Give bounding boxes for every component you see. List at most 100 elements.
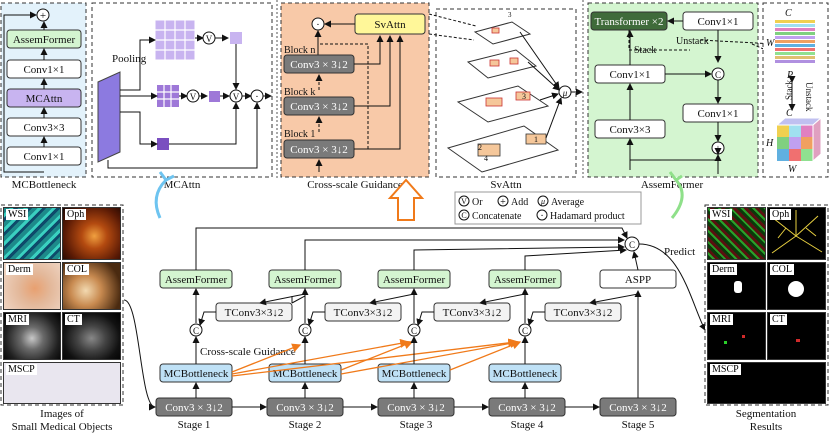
block-1-label: Block 1 bbox=[284, 129, 315, 140]
stage-2: Stage 2 bbox=[289, 419, 322, 431]
input-oph-label: Oph bbox=[65, 209, 87, 220]
sv-patch-3: 3 bbox=[522, 92, 526, 101]
output-col-label: COL bbox=[770, 264, 794, 275]
output-derm-label: Derm bbox=[710, 264, 737, 275]
stack-side-label: Stack bbox=[784, 80, 794, 100]
outputs-caption-2: Results bbox=[750, 421, 782, 433]
output-ct: CT bbox=[767, 312, 826, 360]
or-symbol-1: V bbox=[206, 34, 213, 44]
tconv-4: TConv3×3↓2 bbox=[554, 307, 613, 319]
assem-caption: AssemFormer bbox=[641, 179, 704, 191]
enc-conv-5: Conv3 × 3↓2 bbox=[609, 402, 667, 414]
cat-2: C bbox=[302, 326, 308, 336]
sv-patch-2: 2 bbox=[478, 143, 482, 152]
input-mscp-label: MSCP bbox=[6, 364, 37, 375]
output-ct-label: CT bbox=[770, 314, 787, 325]
cat-4: C bbox=[522, 326, 528, 336]
hadamard-symbol-1: · bbox=[255, 91, 259, 103]
cat-symbol-1: C bbox=[715, 70, 721, 80]
input-mri-label: MRI bbox=[6, 314, 29, 325]
pooling-label: Pooling bbox=[112, 53, 147, 65]
mcb-assemformer-label: AssemFormer bbox=[13, 34, 76, 46]
add-symbol: + bbox=[40, 10, 46, 22]
cat-1: C bbox=[193, 326, 199, 336]
af-1: AssemFormer bbox=[165, 274, 228, 286]
block-n-label: Block n bbox=[284, 45, 315, 56]
or-symbol-2: V bbox=[190, 92, 197, 102]
af-4: AssemFormer bbox=[494, 274, 557, 286]
legend-add: Add bbox=[511, 197, 528, 208]
mcb-mcattn-label: MCAttn bbox=[26, 93, 63, 105]
stage-3: Stage 3 bbox=[400, 419, 433, 431]
inputs-caption-1: Images of bbox=[40, 408, 84, 420]
cat-3: C bbox=[411, 326, 417, 336]
legend-concatenate: Concatenate bbox=[472, 211, 522, 222]
assem-conv3-label: Conv3×3 bbox=[609, 124, 651, 136]
assemformer-panel: Transformer ×2 Conv1×1 Stack Unstack Con… bbox=[587, 2, 776, 191]
output-mscp: MSCP bbox=[707, 362, 826, 404]
mcattn-panel: Pooling V V V · MCAttn bbox=[91, 2, 273, 191]
af-2: AssemFormer bbox=[274, 274, 337, 286]
csg-caption: Cross-scale Guidance bbox=[307, 179, 403, 191]
enc-conv-4: Conv3 × 3↓2 bbox=[498, 402, 556, 414]
oph-vessels bbox=[771, 210, 823, 254]
mcb-2: MCBottleneck bbox=[273, 368, 338, 380]
inputs-caption-2: Small Medical Objects bbox=[12, 421, 113, 433]
output-mri: MRI bbox=[707, 312, 766, 360]
sv-patch-4: 4 bbox=[484, 154, 488, 163]
add-symbol-2: + bbox=[715, 143, 721, 155]
dim-w-bottom: W bbox=[788, 164, 798, 175]
mcattn-caption: MCAttn bbox=[164, 179, 201, 191]
legend: V Or + Add μ Average C Concatenate · Had… bbox=[454, 191, 642, 225]
mcb-1: MCBottleneck bbox=[164, 368, 229, 380]
legend-add-symbol: + bbox=[500, 197, 506, 208]
enc-conv-3: Conv3 × 3↓2 bbox=[387, 402, 445, 414]
input-wsi-label: WSI bbox=[6, 209, 29, 220]
unstack-label: Unstack bbox=[676, 36, 709, 47]
sv-patch-1: 1 bbox=[534, 135, 538, 144]
input-oph: Oph bbox=[62, 207, 121, 260]
stage-1: Stage 1 bbox=[178, 419, 211, 431]
enc-conv-2: Conv3 × 3↓2 bbox=[276, 402, 334, 414]
dim-p: P bbox=[786, 70, 793, 81]
mcb-conv1-label: Conv1×1 bbox=[23, 64, 64, 76]
mcbottleneck-caption: MCBottleneck bbox=[12, 179, 77, 191]
blue-arc-arrow bbox=[154, 171, 175, 219]
dim-w-top: W bbox=[766, 38, 776, 49]
pipeline: Conv3 × 3↓2 Conv3 × 3↓2 Conv3 × 3↓2 Conv… bbox=[123, 227, 706, 431]
assem-conv1-label: Conv1×1 bbox=[697, 16, 738, 28]
output-derm: Derm bbox=[707, 262, 766, 310]
stack-tensors-panel: C W P Stack Unstack C H W bbox=[762, 2, 829, 178]
input-derm-label: Derm bbox=[6, 264, 33, 275]
output-mscp-label: MSCP bbox=[710, 364, 741, 375]
mcbottleneck-panel: + AssemFormer Conv1×1 MCAttn Conv3×3 Con… bbox=[0, 2, 87, 191]
orange-up-arrow bbox=[387, 178, 425, 221]
assem-conv1c-label: Conv1×1 bbox=[697, 108, 738, 120]
legend-or-symbol: V bbox=[461, 197, 467, 206]
csg-conv-1-label: Conv3 × 3↓2 bbox=[290, 144, 348, 156]
legend-average: Average bbox=[551, 197, 585, 208]
legend-cat-symbol: C bbox=[461, 211, 466, 220]
sv-top-3: 3 bbox=[508, 11, 512, 19]
assem-conv1b-label: Conv1×1 bbox=[609, 69, 650, 81]
input-derm: Derm bbox=[3, 262, 61, 310]
svattn-caption: SvAttn bbox=[490, 179, 522, 191]
green-arc-arrow bbox=[668, 171, 684, 219]
avg-symbol-1: μ bbox=[562, 88, 568, 98]
mcb-conv1b-label: Conv1×1 bbox=[23, 151, 64, 163]
dim-h-bottom: H bbox=[765, 138, 774, 149]
unstack-side-label: Unstack bbox=[804, 82, 814, 112]
aspp: ASPP bbox=[625, 274, 651, 286]
block-k-label: Block k bbox=[284, 87, 315, 98]
mcb-conv3-label: Conv3×3 bbox=[23, 122, 65, 134]
predict-label: Predict bbox=[664, 246, 695, 258]
outputs-caption-1: Segmentation bbox=[736, 408, 797, 420]
or-symbol-3: V bbox=[233, 92, 240, 102]
input-col-label: COL bbox=[65, 264, 89, 275]
csg-svattn-label: SvAttn bbox=[374, 19, 406, 31]
stage-5: Stage 5 bbox=[622, 419, 655, 431]
legend-had-symbol: · bbox=[540, 211, 543, 222]
legend-avg-symbol: μ bbox=[540, 197, 545, 206]
stage-4: Stage 4 bbox=[511, 419, 544, 431]
output-wsi: WSI bbox=[707, 207, 766, 260]
